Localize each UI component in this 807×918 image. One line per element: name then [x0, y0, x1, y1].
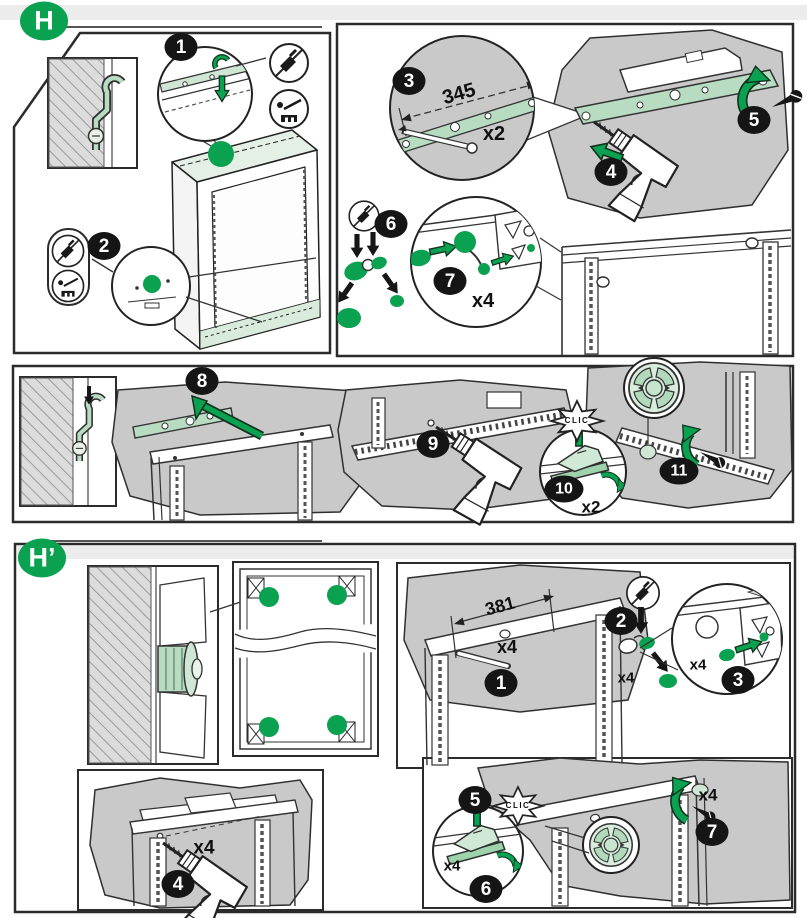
step-badge-hp-4: 4 [161, 870, 195, 898]
hp-step3-detail-circle [639, 583, 783, 695]
break-line [234, 641, 377, 653]
step-badge-h-6: 6 [374, 210, 408, 238]
step-badge-h-9: 9 [416, 430, 450, 458]
clic-label-h: CLIC [564, 416, 590, 425]
step-badge-h-11: 11 [659, 457, 699, 485]
qty-x4-clip-label: x4 [443, 857, 461, 875]
hang-arrow [191, 394, 209, 422]
step-badge-h-4: 4 [594, 158, 628, 186]
qty-x4-drill-label: x4 [193, 837, 215, 859]
standoff-body [157, 645, 189, 693]
plug-position [327, 715, 347, 735]
scriber-icon [268, 88, 310, 130]
qty-x4-plug-label: x4 [471, 290, 495, 312]
wall-blob [403, 564, 649, 713]
top-fixing-point [208, 141, 234, 167]
step-badge-hp-1: 1 [484, 669, 518, 697]
plug-large [344, 261, 368, 281]
step-badge-h-3: 3 [392, 67, 426, 95]
cutter-icon [51, 234, 85, 268]
qty-x4-pluginsert-label: x4 [689, 656, 707, 674]
plug-small [390, 295, 404, 307]
clic-label-hp: CLIC [505, 801, 531, 810]
step-badge-h-10: 10 [544, 475, 584, 503]
step-badge-hp-3: 3 [721, 666, 755, 694]
step-badge-h-8: 8 [185, 367, 219, 395]
plug-position [259, 587, 279, 607]
scriber-icon [51, 269, 85, 303]
mounted-grommet [639, 444, 657, 460]
wall-hook-detail [47, 57, 138, 169]
qty-x4-plugcut-label: x4 [617, 669, 635, 687]
wall-hatch [48, 58, 105, 168]
fixing-dot [143, 275, 161, 293]
corner-brackets [247, 575, 356, 745]
step-badge-hp-5: 5 [458, 786, 492, 814]
step8-scene [111, 381, 373, 521]
hp-step123-scene [403, 564, 649, 766]
hp-step567-scene [432, 757, 791, 907]
rear-panel-view [234, 568, 377, 750]
step2-group [47, 228, 317, 326]
step-badge-h-1: 1 [164, 33, 198, 61]
wall-hatch [88, 566, 152, 764]
qty-x4-screw-label: x4 [698, 785, 718, 805]
step-badge-hp-2: 2 [604, 607, 638, 635]
mounted-grommet [691, 783, 709, 797]
step-badge-h-7: 7 [433, 267, 467, 295]
qty-x2-clip-label: x2 [581, 497, 601, 517]
plug-large [337, 308, 361, 328]
step-badge-h-2: 2 [87, 232, 121, 260]
step3-detail-circle [389, 35, 535, 181]
hanging-cleat [618, 47, 743, 93]
plug-position [327, 585, 347, 605]
plug [659, 674, 677, 688]
plug-small [371, 256, 387, 270]
grommet-icon [628, 362, 680, 414]
page-top-band [0, 5, 807, 28]
grommet-icon [588, 822, 634, 868]
step1011-scene [539, 357, 793, 516]
qty-x4-pin-label: x4 [496, 637, 518, 657]
cutter-icon [268, 42, 310, 84]
wall-hatch [20, 377, 74, 506]
section-h-badge: H [20, 1, 68, 41]
frame-top-rail [149, 424, 334, 465]
step-badge-h-5: 5 [737, 106, 771, 134]
qty-x2-rail-label: x2 [482, 123, 506, 145]
cutter-icon [625, 575, 661, 611]
step-badge-hp-7: 7 [695, 818, 729, 846]
rear-frame-top [561, 229, 792, 355]
plug-position [259, 717, 279, 737]
hp-step4-scene [89, 777, 313, 918]
wall-standoff-detail [88, 566, 260, 764]
step-badge-hp-6: 6 [469, 875, 503, 903]
section-h-prime-badge: H’ [18, 538, 66, 578]
step6-group [332, 200, 404, 328]
break-line [234, 627, 377, 640]
